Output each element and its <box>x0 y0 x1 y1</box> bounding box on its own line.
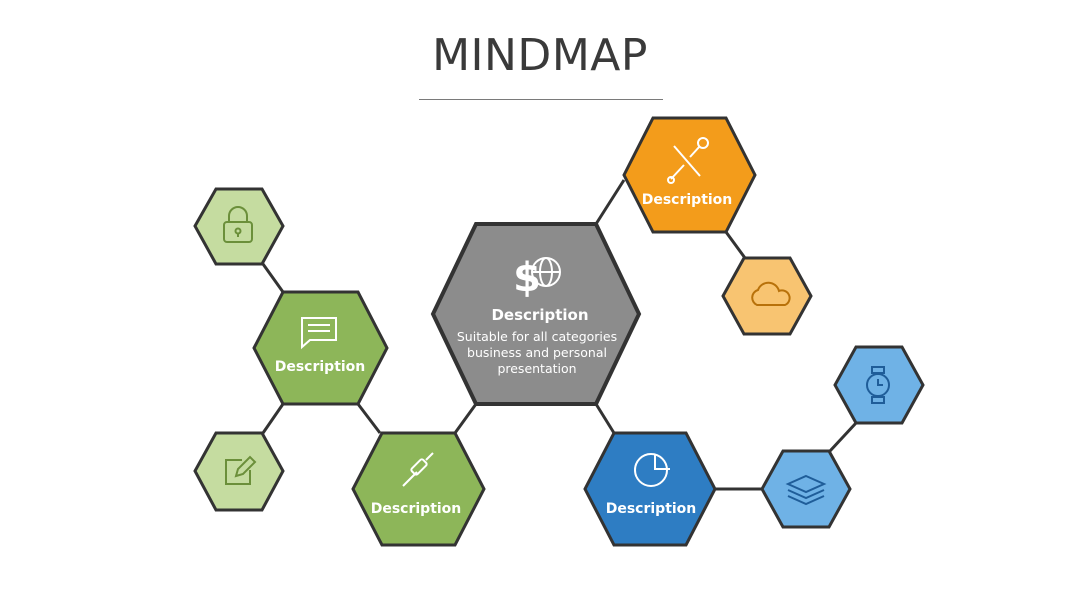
connector-orange-cloud <box>724 231 747 259</box>
connector-layers-watch <box>828 421 858 453</box>
hex-blue-main[interactable]: Description <box>583 431 717 547</box>
hex-center[interactable]: $ Description Suitable for all categorie… <box>430 222 642 406</box>
page-title: MINDMAP <box>432 30 648 81</box>
hex-layers[interactable] <box>760 449 852 529</box>
cloud-icon <box>751 281 791 306</box>
connector-lock-green <box>261 263 285 293</box>
hex-watch[interactable] <box>833 345 925 425</box>
hex-lock[interactable] <box>193 187 285 266</box>
chat-icon <box>301 317 337 350</box>
connector-center-orange <box>594 179 626 225</box>
pie-chart-icon <box>634 453 670 487</box>
green-main-label: Description <box>275 359 366 375</box>
connector-green-greenbottom <box>356 403 382 434</box>
edit-icon <box>225 455 257 485</box>
screwdriver-icon <box>402 452 434 487</box>
tools-icon <box>667 137 709 184</box>
blue-main-label: Description <box>606 501 697 517</box>
center-subtitle-line-1: Suitable for all categories <box>457 329 617 344</box>
connector-green-edit <box>261 403 285 434</box>
hex-green-main[interactable]: Description <box>252 290 389 406</box>
center-subtitle-line-3: presentation <box>497 361 576 376</box>
connector-center-blue <box>594 403 616 434</box>
title-underline <box>419 99 663 100</box>
center-subtitle-line-2: business and personal <box>467 345 607 360</box>
hex-edit[interactable] <box>193 431 285 512</box>
hex-green-bottom[interactable]: Description <box>351 431 486 547</box>
orange-main-label: Description <box>642 192 733 208</box>
center-title: Description <box>491 306 588 324</box>
layers-icon <box>785 474 827 506</box>
connector-greenbottom-center <box>453 403 478 434</box>
hex-orange-main[interactable]: Description <box>622 116 757 234</box>
watch-icon <box>866 366 890 404</box>
green-bottom-label: Description <box>371 501 462 517</box>
hex-cloud[interactable] <box>721 256 813 336</box>
dollar-globe-icon: $ <box>513 255 561 301</box>
connectors <box>261 179 858 491</box>
lock-icon <box>223 206 253 243</box>
